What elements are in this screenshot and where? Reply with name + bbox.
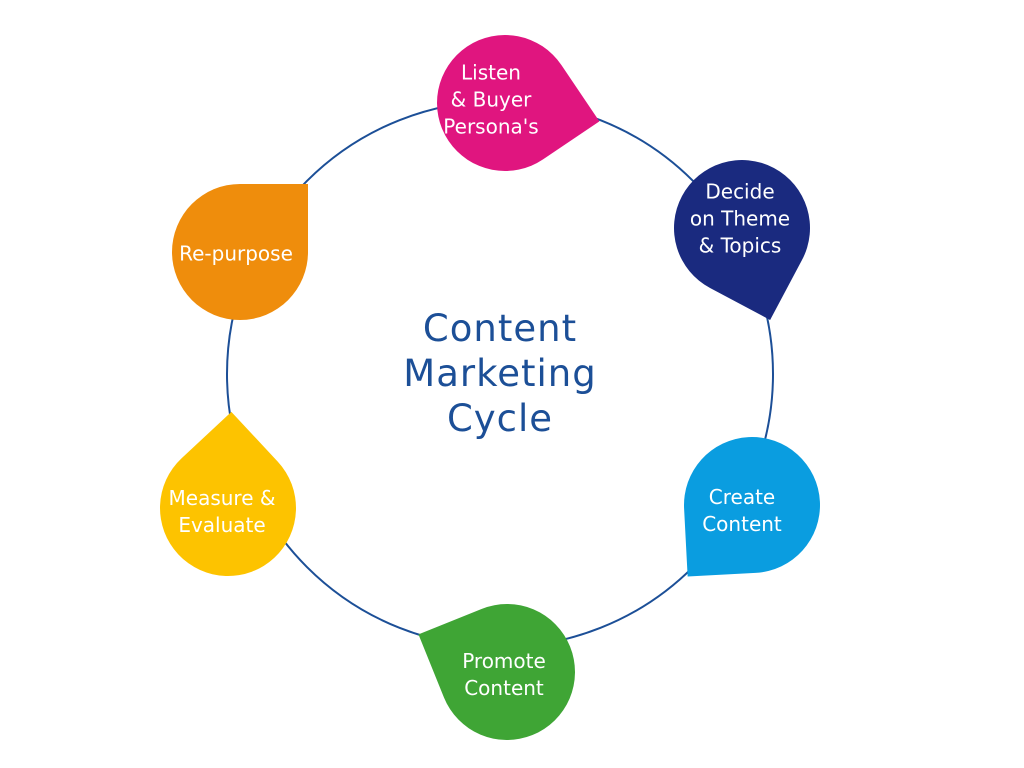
step-label-repurpose: Re-purpose — [146, 241, 326, 268]
title-line: Marketing — [403, 352, 597, 395]
label-line: Evaluate — [178, 513, 266, 537]
label-line: & Topics — [698, 233, 782, 258]
label-line: Decide — [705, 179, 775, 204]
diagram-title: Content Marketing Cycle — [350, 306, 650, 441]
label-line: Promote — [462, 649, 546, 673]
label-line: Re-purpose — [179, 241, 293, 266]
step-label-create: Create Content — [652, 484, 832, 538]
step-label-listen: Listen & Buyer Persona's — [401, 60, 581, 141]
label-line: on Theme — [689, 206, 791, 231]
title-line: Cycle — [446, 397, 554, 440]
label-line: Create — [708, 485, 776, 509]
step-label-measure: Measure & Evaluate — [132, 485, 312, 539]
title-line: Content — [422, 307, 578, 350]
label-line: Content — [464, 676, 544, 700]
label-line: Measure & — [168, 486, 276, 510]
step-label-decide: Decide on Theme & Topics — [650, 179, 830, 260]
label-line: & Buyer — [450, 87, 532, 112]
label-line: Persona's — [443, 114, 539, 139]
step-label-promote: Promote Content — [414, 648, 594, 702]
label-line: Listen — [461, 60, 521, 85]
label-line: Content — [702, 512, 782, 536]
